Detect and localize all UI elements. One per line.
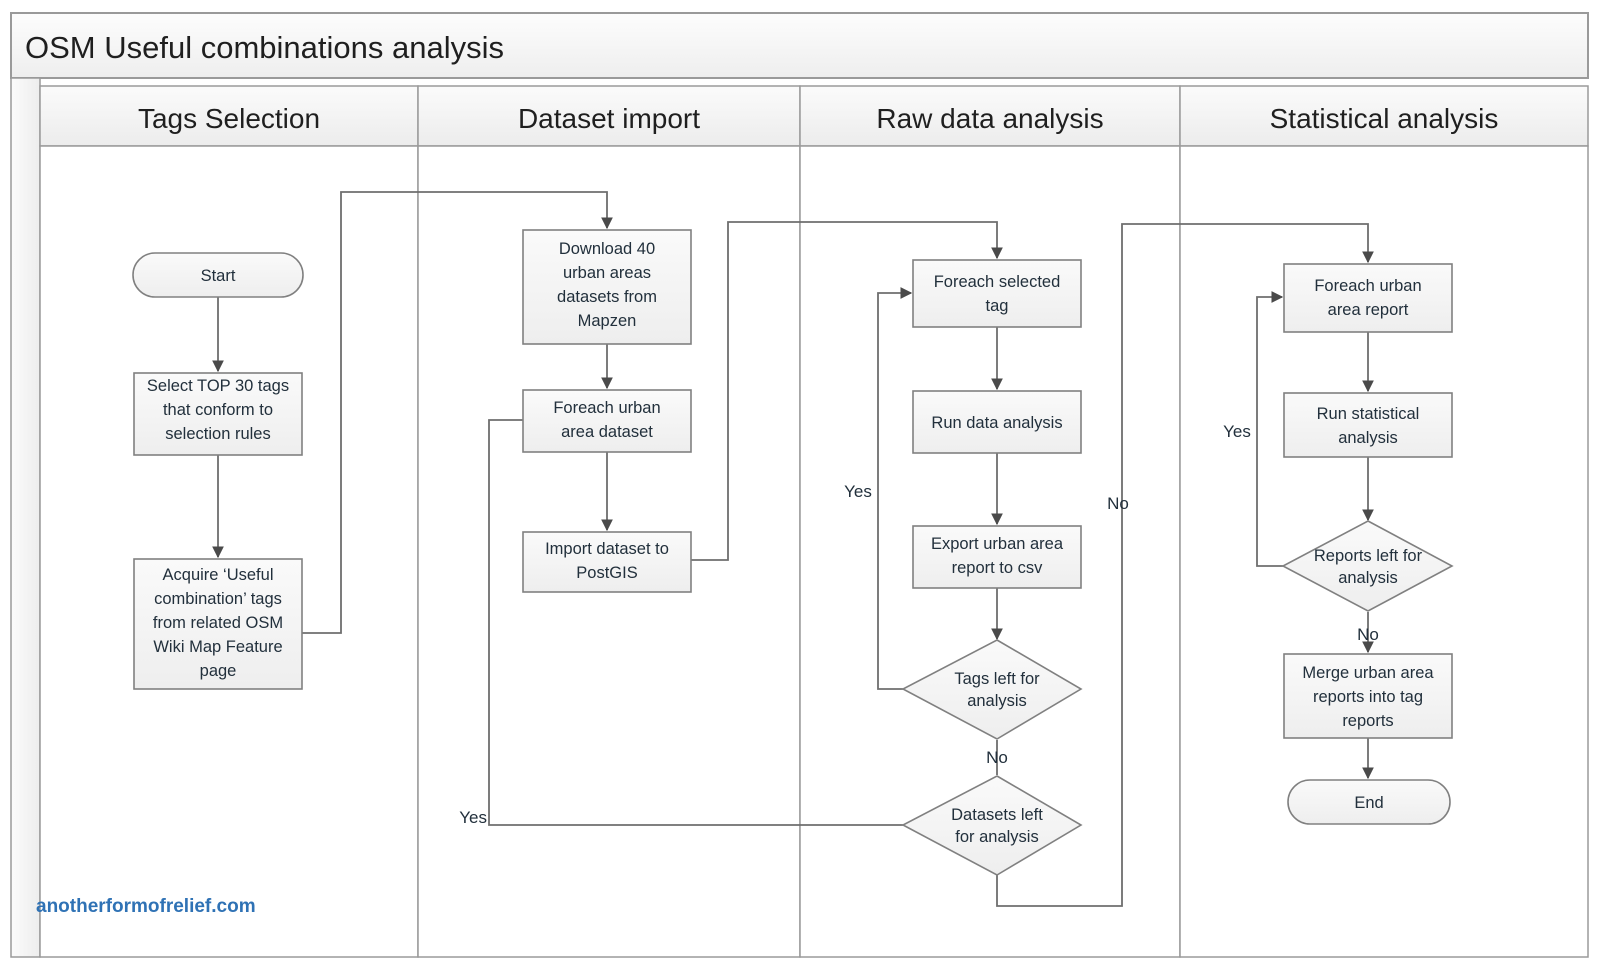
node-reports-left-for-analysis-shape[interactable] xyxy=(1281,520,1454,612)
node-datasets-left-line-0: Datasets left xyxy=(951,806,1043,824)
node-download-line-2: datasets from xyxy=(557,288,657,306)
label-reports-left-yes: Yes xyxy=(1223,422,1251,441)
node-acquire-line-2: from related OSM xyxy=(153,614,283,632)
node-tags-left-for-analysis[interactable]: Tags left for analysis xyxy=(901,639,1083,740)
node-run-statistical-line-0: Run statistical xyxy=(1317,405,1420,423)
node-start-line-0: Start xyxy=(201,267,236,285)
node-reports-left-for-analysis[interactable]: Reports left for analysis xyxy=(1281,520,1454,612)
node-select-top-30-shape[interactable] xyxy=(133,372,303,456)
page-title: OSM Useful combinations analysis xyxy=(25,30,504,65)
node-acquire-useful-combination-shape[interactable] xyxy=(133,558,303,690)
node-import-dataset-postgis-shape[interactable] xyxy=(522,531,692,593)
node-acquire-line-1: combination’ tags xyxy=(154,590,282,608)
node-merge-line-2: reports xyxy=(1342,712,1393,730)
node-foreach-selected-tag-line-0: Foreach selected xyxy=(934,273,1061,291)
node-tags-left-for-analysis-shape[interactable] xyxy=(901,639,1083,740)
node-download-line-3: Mapzen xyxy=(578,312,637,330)
lane-header-dataset-import xyxy=(417,85,801,147)
node-download-line-1: urban areas xyxy=(563,264,651,282)
node-select-top-30-line-2: selection rules xyxy=(165,425,270,443)
node-end-line-0: End xyxy=(1354,794,1383,812)
node-foreach-selected-tag-shape[interactable] xyxy=(912,259,1082,328)
node-select-top-30-line-1: that conform to xyxy=(163,401,273,419)
edge-reports-left-yes-loop xyxy=(1256,291,1284,567)
edge-layer xyxy=(212,191,1374,907)
lane-title-dataset-import: Dataset import xyxy=(518,103,700,134)
lane-title-tags-selection: Tags Selection xyxy=(138,103,320,134)
node-select-top-30-line-0: Select TOP 30 tags xyxy=(147,377,289,395)
node-select-top-30[interactable]: Select TOP 30 tags that conform to selec… xyxy=(133,372,303,456)
node-datasets-left-for-analysis[interactable]: Datasets left for analysis xyxy=(901,775,1083,876)
node-run-statistical-analysis[interactable]: Run statistical analysis xyxy=(1283,392,1453,458)
node-foreach-urban-area-dataset[interactable]: Foreach urban area dataset xyxy=(522,389,692,453)
node-run-statistical-line-1: analysis xyxy=(1338,429,1398,447)
node-merge-line-1: reports into tag xyxy=(1313,688,1423,706)
node-download-datasets-shape[interactable] xyxy=(522,229,692,345)
node-end-shape[interactable] xyxy=(1287,779,1451,825)
node-datasets-left-line-1: for analysis xyxy=(955,828,1038,846)
node-download-line-0: Download 40 xyxy=(559,240,655,258)
node-foreach-urban-area-report[interactable]: Foreach urban area report xyxy=(1283,263,1453,333)
node-foreach-selected-tag-line-1: tag xyxy=(986,297,1009,315)
node-acquire-line-4: page xyxy=(200,662,237,680)
node-import-dataset-postgis[interactable]: Import dataset to PostGIS xyxy=(522,531,692,593)
node-export-urban-area-report-shape[interactable] xyxy=(912,525,1082,589)
pool-left-band xyxy=(10,77,41,958)
node-foreach-report-line-1: area report xyxy=(1328,301,1409,319)
node-export-urban-area-report[interactable]: Export urban area report to csv xyxy=(912,525,1082,589)
node-reports-left-line-1: analysis xyxy=(1338,569,1398,587)
node-run-statistical-analysis-shape[interactable] xyxy=(1283,392,1453,458)
node-foreach-report-line-0: Foreach urban xyxy=(1314,277,1421,295)
node-foreach-urban-area-dataset-shape[interactable] xyxy=(522,389,692,453)
edge-import-to-foreach-selected-tag xyxy=(690,221,1003,561)
node-end[interactable]: End xyxy=(1287,779,1451,825)
lane-title-statistical-analysis: Statistical analysis xyxy=(1270,103,1499,134)
node-acquire-useful-combination[interactable]: Acquire ‘Useful combination’ tags from r… xyxy=(133,558,303,690)
node-import-line-0: Import dataset to xyxy=(545,540,669,558)
node-run-data-analysis-shape[interactable] xyxy=(912,390,1082,454)
node-datasets-left-for-analysis-shape[interactable] xyxy=(901,775,1083,876)
label-tags-left-yes: Yes xyxy=(844,482,872,501)
node-tags-left-line-0: Tags left for xyxy=(954,670,1040,688)
edge-label-layer: Yes No Yes No Yes No xyxy=(459,422,1379,827)
node-start-shape[interactable] xyxy=(132,252,304,298)
lane-header-tags-selection xyxy=(39,85,419,147)
node-merge-line-0: Merge urban area xyxy=(1302,664,1434,682)
edge-datasets-left-no-to-foreach-report xyxy=(996,223,1374,907)
node-merge-urban-area-reports-shape[interactable] xyxy=(1283,653,1453,739)
edge-tags-left-yes-loop xyxy=(877,287,913,690)
node-run-data-analysis-line-0: Run data analysis xyxy=(931,414,1062,432)
node-acquire-line-0: Acquire ‘Useful xyxy=(163,566,274,584)
node-acquire-line-3: Wiki Map Feature xyxy=(153,638,282,656)
node-download-datasets[interactable]: Download 40 urban areas datasets from Ma… xyxy=(522,229,692,345)
node-import-line-1: PostGIS xyxy=(576,564,637,582)
lane-title-raw-data-analysis: Raw data analysis xyxy=(876,103,1103,134)
watermark-link[interactable]: anotherformofrelief.com xyxy=(36,896,256,917)
label-tags-left-no: No xyxy=(986,748,1008,767)
node-export-line-1: report to csv xyxy=(952,559,1044,577)
node-tags-left-line-1: analysis xyxy=(967,692,1027,710)
node-merge-urban-area-reports[interactable]: Merge urban area reports into tag report… xyxy=(1283,653,1453,739)
lane-header-raw-data-analysis xyxy=(799,85,1181,147)
node-foreach-selected-tag[interactable]: Foreach selected tag xyxy=(912,259,1082,328)
node-reports-left-line-0: Reports left for xyxy=(1314,547,1423,565)
label-datasets-left-yes: Yes xyxy=(459,808,487,827)
node-start[interactable]: Start xyxy=(132,252,304,298)
node-foreach-dataset-line-0: Foreach urban xyxy=(553,399,660,417)
label-datasets-left-no: No xyxy=(1107,494,1129,513)
node-export-line-0: Export urban area xyxy=(931,535,1064,553)
node-run-data-analysis[interactable]: Run data analysis xyxy=(912,390,1082,454)
edge-acquire-to-download-datasets xyxy=(302,191,613,634)
node-foreach-dataset-line-1: area dataset xyxy=(561,423,653,441)
node-foreach-urban-area-report-shape[interactable] xyxy=(1283,263,1453,333)
diagram-title-band xyxy=(10,12,1589,79)
label-reports-left-no: No xyxy=(1357,625,1379,644)
